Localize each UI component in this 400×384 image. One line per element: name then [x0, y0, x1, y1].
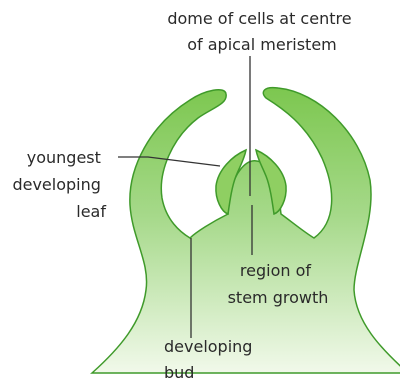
developing-bud-label-line1: developing	[164, 337, 252, 356]
youngest-leaf-label-line3: leaf	[76, 202, 106, 221]
youngest-leaf-label: youngest developing leaf	[12, 148, 106, 221]
developing-bud-label-line2: bud	[164, 363, 194, 382]
shoot-tissue	[92, 88, 400, 373]
dome-label: dome of cells at centre of apical merist…	[167, 9, 356, 54]
stem-growth-label-line2: stem growth	[228, 288, 329, 307]
dome-label-line1: dome of cells at centre	[167, 9, 351, 28]
youngest-leaf-leader	[118, 157, 220, 166]
youngest-leaf-label-line1: youngest	[27, 148, 101, 167]
dome-label-line2: of apical meristem	[187, 35, 337, 54]
stem-growth-label-line1: region of	[240, 261, 311, 280]
youngest-leaf-label-line2: developing	[12, 175, 100, 194]
